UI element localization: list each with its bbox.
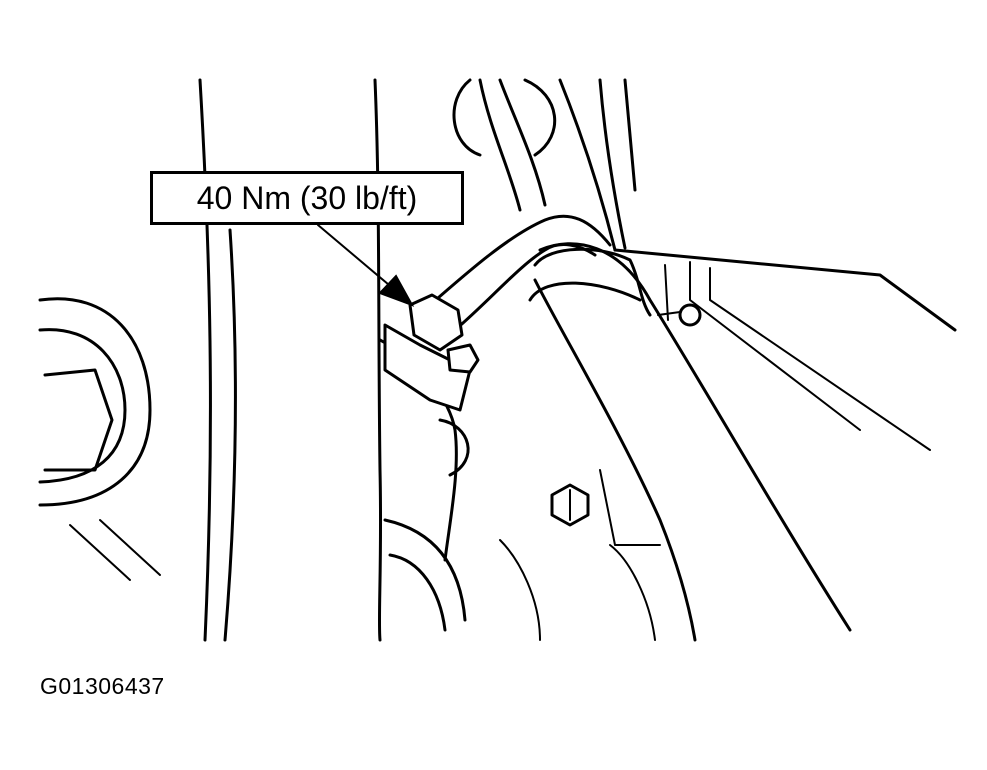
right-bracket xyxy=(558,78,957,451)
control-arm xyxy=(528,242,852,642)
flare-nut-fitting xyxy=(383,293,480,412)
left-hub-assembly xyxy=(38,297,161,581)
vertical-strut xyxy=(198,78,383,642)
figure-id-label: G01306437 xyxy=(40,673,165,699)
torque-callout: 40 Nm (30 lb/ft) xyxy=(150,171,464,225)
torque-spec-label: 40 Nm (30 lb/ft) xyxy=(196,179,418,216)
upper-boss xyxy=(452,78,557,212)
mounting-bolt xyxy=(550,483,590,527)
brake-line xyxy=(428,214,612,332)
callout-leader-arrow xyxy=(317,224,415,307)
